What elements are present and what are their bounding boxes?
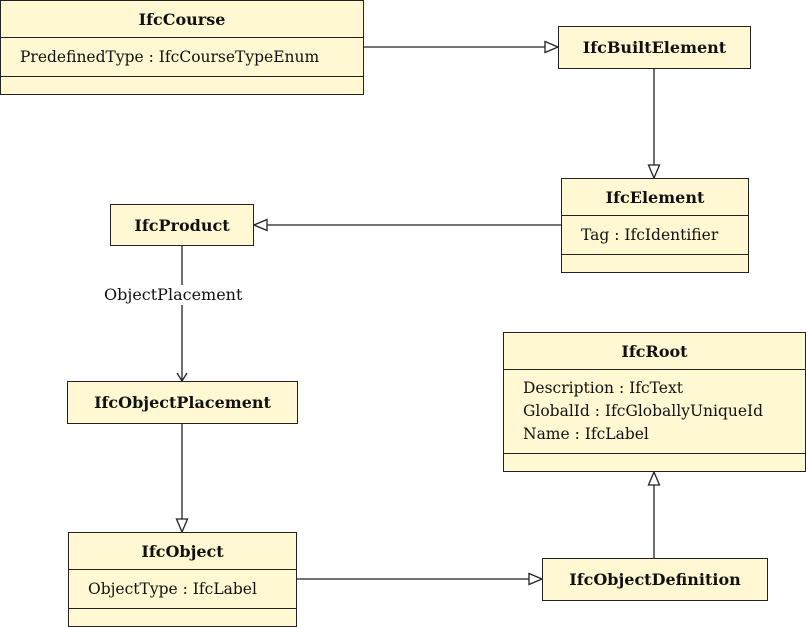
generalization-arrowhead xyxy=(544,40,560,54)
attribute: PredefinedType : IfcCourseTypeEnum xyxy=(20,48,320,66)
attribute-list: ObjectType : IfcLabel xyxy=(69,569,296,610)
class-ifc-built-element: IfcBuiltElement xyxy=(558,26,751,69)
class-name: IfcRoot xyxy=(621,341,688,361)
class-name: IfcBuiltElement xyxy=(582,38,727,57)
class-ifc-product: IfcProduct xyxy=(110,204,254,246)
generalization-arrowhead xyxy=(252,218,268,232)
operations-compartment xyxy=(69,608,296,626)
attribute-list: PredefinedType : IfcCourseTypeEnum xyxy=(1,37,363,78)
operations-compartment xyxy=(1,76,363,94)
class-name: IfcObjectPlacement xyxy=(94,393,271,412)
attribute-list: Description : IfcText GlobalId : IfcGlob… xyxy=(504,369,805,455)
class-ifc-object-placement: IfcObjectPlacement xyxy=(67,381,298,424)
operations-compartment xyxy=(504,453,805,471)
edge-label-object-placement: ObjectPlacement xyxy=(104,285,243,305)
attribute: ObjectType : IfcLabel xyxy=(88,580,257,598)
attribute: Tag : IfcIdentifier xyxy=(581,226,719,244)
class-name: IfcProduct xyxy=(134,215,230,235)
attribute: GlobalId : IfcGloballyUniqueId xyxy=(523,402,764,420)
attribute-list: Tag : IfcIdentifier xyxy=(562,215,748,256)
class-ifc-root: IfcRoot Description : IfcText GlobalId :… xyxy=(503,332,806,472)
class-name: IfcObject xyxy=(141,541,224,561)
attribute: Description : IfcText xyxy=(523,379,683,397)
class-ifc-course: IfcCourse PredefinedType : IfcCourseType… xyxy=(0,0,364,95)
generalization-arrowhead xyxy=(647,164,661,180)
generalization-arrowhead xyxy=(175,518,189,534)
class-name: IfcCourse xyxy=(138,9,226,29)
operations-compartment xyxy=(562,254,748,272)
class-ifc-object-definition: IfcObjectDefinition xyxy=(542,558,768,601)
attribute: Name : IfcLabel xyxy=(523,425,649,443)
class-ifc-object: IfcObject ObjectType : IfcLabel xyxy=(68,532,297,627)
class-ifc-element: IfcElement Tag : IfcIdentifier xyxy=(561,178,749,273)
class-name: IfcObjectDefinition xyxy=(569,570,741,589)
generalization-arrowhead xyxy=(528,572,544,586)
association-arrowhead xyxy=(176,372,188,383)
generalization-arrowhead xyxy=(647,470,661,486)
class-name: IfcElement xyxy=(605,187,705,207)
